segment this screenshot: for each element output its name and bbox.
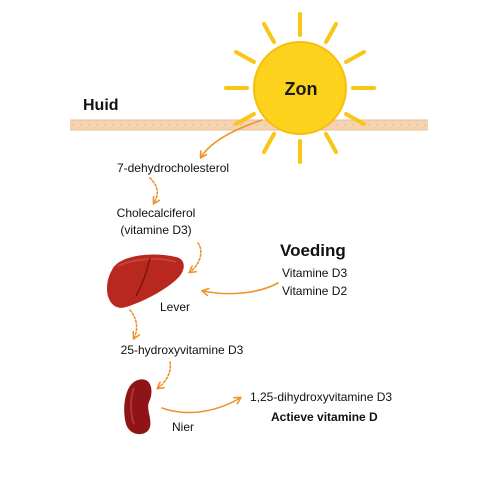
step1-label: 7-dehydrocholesterol [116, 161, 230, 175]
food-to-liver-arrow [203, 282, 279, 294]
kidney-label: Nier [172, 420, 195, 434]
skin-label: Huid [83, 97, 119, 114]
liver-icon [107, 254, 184, 308]
step1-to-step2-arrow [149, 177, 157, 203]
food-title: Voeding [280, 241, 346, 260]
liver-label: Lever [160, 300, 191, 314]
step2-label-line1: Cholecalciferol [116, 206, 196, 220]
step4-note: Actieve vitamine D [271, 410, 378, 424]
step4-label: 1,25-dihydroxyvitamine D3 [250, 390, 393, 404]
food-item: Vitamine D3 [282, 266, 348, 280]
step2-label-line2: (vitamine D3) [120, 223, 192, 237]
step3-to-kidney-arrow [158, 361, 172, 388]
kidney-icon [124, 379, 152, 435]
sun-to-skin-arrow [201, 119, 263, 157]
food-item: Vitamine D2 [282, 284, 348, 298]
kidney-to-active-arrow [161, 398, 240, 414]
step2-to-liver-arrow [190, 242, 202, 272]
sun-label: Zon [284, 79, 318, 99]
liver-to-step3-arrow [129, 309, 137, 338]
step3-label: 25-hydroxyvitamine D3 [120, 343, 244, 357]
